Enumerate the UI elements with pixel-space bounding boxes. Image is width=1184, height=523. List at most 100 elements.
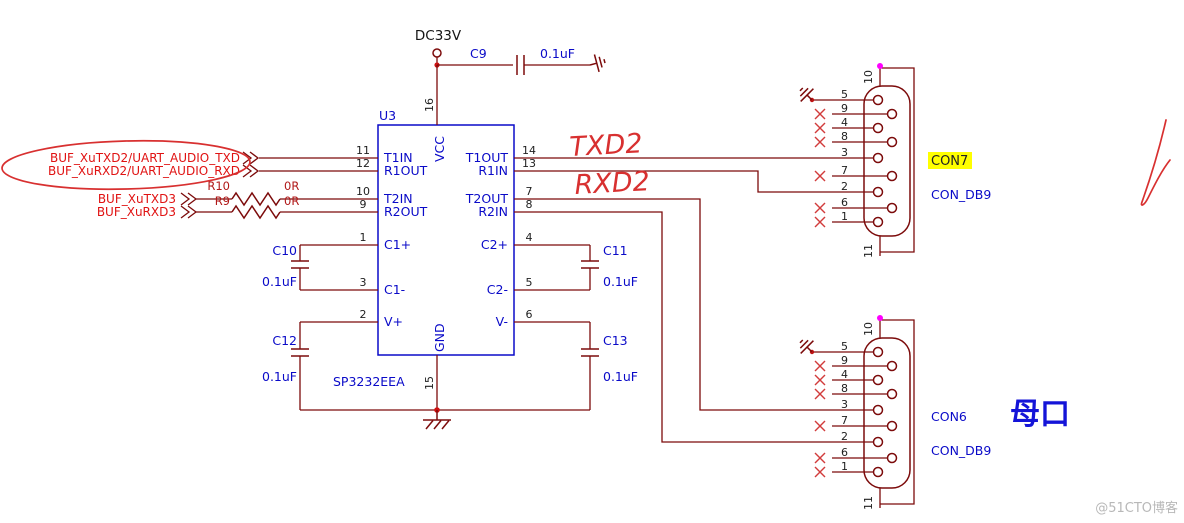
ic-pin-name-vcc: VCC bbox=[432, 136, 447, 162]
ic-pin-num-16: 16 bbox=[423, 98, 436, 112]
ic-pin-num-15: 15 bbox=[423, 376, 436, 390]
ic-pin-num-12: 12 bbox=[356, 157, 370, 170]
ic-pin-num-1: 1 bbox=[360, 231, 367, 244]
ic-pin-num-5: 5 bbox=[526, 276, 533, 289]
port-arrow-icon bbox=[242, 151, 260, 165]
pin-hole bbox=[886, 108, 898, 120]
pin10-dot bbox=[877, 315, 883, 321]
con7-pin-num: 7 bbox=[841, 164, 848, 177]
con7-pin-num: 4 bbox=[841, 116, 848, 129]
c10-ref-label: C10 bbox=[272, 243, 297, 258]
db9-body bbox=[863, 85, 911, 237]
left-nets: BUF_XuTXD2/UART_AUDIO_TXD BUF_XuRXD2/UAR… bbox=[48, 151, 378, 220]
ic-pin-name-r2in: R2IN bbox=[478, 204, 508, 219]
ic-pin-num-8: 8 bbox=[526, 198, 533, 211]
ic-pin-num-14: 14 bbox=[522, 144, 536, 157]
r9-value-label: 0R bbox=[284, 194, 299, 208]
c9-value-label: 0.1uF bbox=[540, 46, 575, 61]
con7-pin-num: 3 bbox=[841, 146, 848, 159]
c12-ref-label: C12 bbox=[272, 333, 297, 348]
pin-hole bbox=[872, 436, 884, 448]
ic-pin-name-t2out: T2OUT bbox=[465, 191, 509, 206]
ic-pin-name-t2in: T2IN bbox=[383, 191, 413, 206]
ic-pin-name-c1m: C1- bbox=[384, 282, 405, 297]
ground-symbol-con7 bbox=[799, 87, 814, 102]
c13-value-label: 0.1uF bbox=[603, 369, 638, 384]
ic-pin-name-c2m: C2- bbox=[487, 282, 508, 297]
con6-pin-num: 4 bbox=[841, 368, 848, 381]
con7-pin-num-10: 10 bbox=[862, 70, 875, 84]
net-label-txd2: BUF_XuTXD2/UART_AUDIO_TXD bbox=[50, 151, 240, 165]
pin-hole bbox=[886, 202, 898, 214]
port-arrow-icon bbox=[180, 192, 198, 206]
capacitor-c13 bbox=[581, 348, 599, 357]
con7-pin-num: 5 bbox=[841, 88, 848, 101]
db9-shell-outline bbox=[880, 319, 915, 505]
ic-pin-name-r2out: R2OUT bbox=[384, 204, 428, 219]
ic-part-number: SP3232EEA bbox=[333, 374, 405, 389]
port-arrow-icon bbox=[180, 205, 198, 219]
c9-ref-label: C9 bbox=[470, 46, 487, 61]
resistor-r9 bbox=[231, 204, 281, 220]
ic-pin-num-3: 3 bbox=[360, 276, 367, 289]
ic-pin-num-2: 2 bbox=[360, 308, 367, 321]
ic-pin-name-r1out: R1OUT bbox=[384, 163, 428, 178]
net-label-txd3: BUF_XuTXD3 bbox=[98, 192, 176, 206]
con6-type-label: CON_DB9 bbox=[931, 443, 991, 458]
ic-pin-name-c2p: C2+ bbox=[481, 237, 508, 252]
port-arrow-icon bbox=[242, 164, 260, 178]
handwritten-txd2: TXD2 bbox=[569, 128, 643, 163]
c13-ref-label: C13 bbox=[603, 333, 628, 348]
ic-refdes: U3 bbox=[379, 108, 396, 123]
con6-pin-num: 5 bbox=[841, 340, 848, 353]
capacitor-c9 bbox=[516, 55, 525, 75]
rs232-wires bbox=[514, 157, 832, 443]
power-port-icon bbox=[432, 48, 442, 58]
pin-hole bbox=[886, 170, 898, 182]
watermark: @51CTO博客 bbox=[1095, 500, 1178, 516]
ic-pin-name-c1p: C1+ bbox=[384, 237, 411, 252]
ic-pin-name-vm: V- bbox=[496, 314, 508, 329]
con7-ref-label: CON7 bbox=[931, 154, 968, 169]
pin-hole bbox=[872, 346, 884, 358]
pin-hole bbox=[886, 360, 898, 372]
female-port-note: 母口 bbox=[1010, 397, 1070, 432]
r10-ref-label: R10 bbox=[207, 179, 230, 193]
pin-hole bbox=[886, 388, 898, 400]
handwritten-rxd2: RXD2 bbox=[574, 166, 651, 201]
ic-pin-name-gnd: GND bbox=[432, 323, 447, 352]
db9-body bbox=[863, 337, 911, 489]
pin-hole bbox=[872, 466, 884, 478]
pin-hole bbox=[872, 186, 884, 198]
red-checkmark-annotation bbox=[1140, 119, 1171, 206]
con6-pin-num-11: 11 bbox=[862, 496, 875, 510]
pin-hole bbox=[886, 452, 898, 464]
r9-ref-label: R9 bbox=[215, 194, 230, 208]
pin-hole bbox=[872, 152, 884, 164]
ic-body bbox=[377, 124, 515, 356]
ground-symbol-main bbox=[423, 410, 451, 430]
con7-pin-num-11: 11 bbox=[862, 244, 875, 258]
pin10-dot bbox=[877, 63, 883, 69]
pin-hole bbox=[872, 216, 884, 228]
power-rail: DC33V C9 0.1uF bbox=[415, 28, 606, 75]
pin-hole bbox=[872, 122, 884, 134]
con6-pin-num: 2 bbox=[841, 430, 848, 443]
r10-value-label: 0R bbox=[284, 179, 299, 193]
pin-hole bbox=[872, 374, 884, 386]
con6-pin-num: 1 bbox=[841, 460, 848, 473]
capacitor-c10 bbox=[291, 260, 309, 269]
power-net-label: DC33V bbox=[415, 28, 462, 44]
con6-pin-num: 6 bbox=[841, 446, 848, 459]
con7-type-label: CON_DB9 bbox=[931, 187, 991, 202]
con7-pin-num: 9 bbox=[841, 102, 848, 115]
wire-t2out bbox=[514, 198, 832, 411]
pin-hole bbox=[886, 420, 898, 432]
con6-pin-num-10: 10 bbox=[862, 322, 875, 336]
con7-pin-num: 1 bbox=[841, 210, 848, 223]
red-circle-annotation bbox=[1, 139, 251, 191]
con6-pin-num: 9 bbox=[841, 354, 848, 367]
pin-hole bbox=[872, 94, 884, 106]
hand-annotations: TXD2 RXD2 bbox=[1, 119, 1171, 206]
